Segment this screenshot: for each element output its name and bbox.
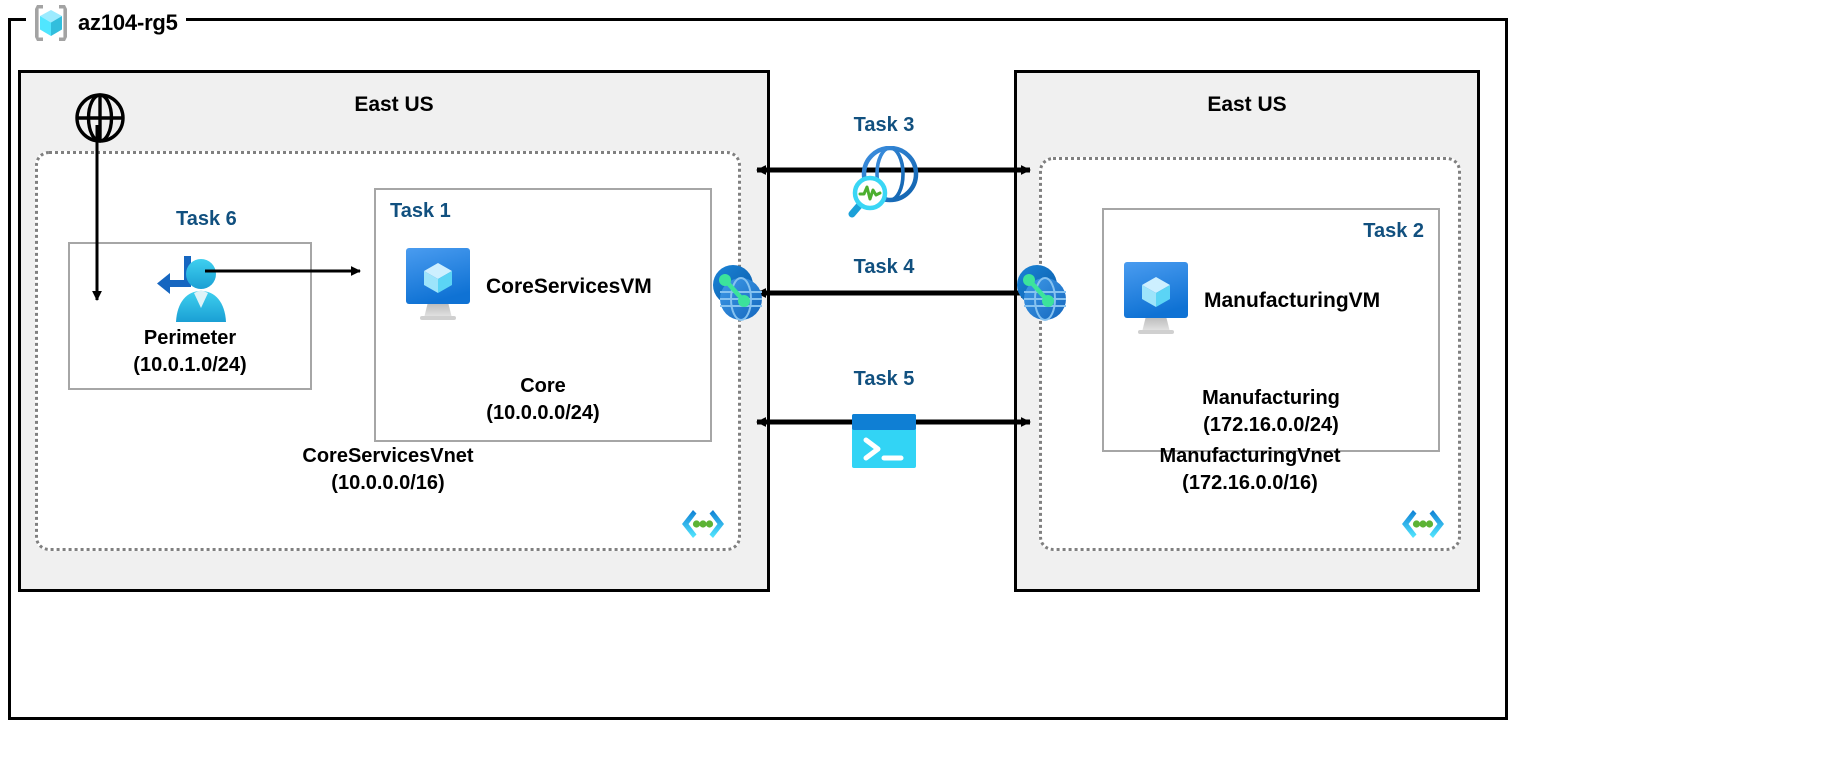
vnet-manufacturing-label: ManufacturingVnet (172.16.0.0/16) (1159, 445, 1341, 494)
task-label-2: Task 2 (1363, 220, 1424, 242)
subnet-perimeter: Perimeter (10.0.1.0/24) (68, 242, 312, 390)
region-box-left: East US (18, 70, 770, 592)
virtual-machine-icon (402, 246, 474, 327)
subnet-perimeter-label: Perimeter (10.0.1.0/24) (133, 327, 247, 376)
vm-manufacturing: ManufacturingVM (1120, 260, 1380, 341)
network-watcher-icon (848, 145, 922, 225)
task-label-6: Task 6 (176, 208, 237, 230)
vnet-core-services-label: CoreServicesVnet (10.0.0.0/16) (302, 445, 474, 494)
subnet-core: Task 1 (374, 188, 712, 442)
connection-label-task5: Task 5 (853, 368, 915, 390)
task-label-1: Task 1 (390, 200, 451, 222)
vm-core-services: CoreServicesVM (402, 246, 652, 327)
subnet-code-icon (680, 506, 726, 542)
vnet-peering-icon (1013, 262, 1071, 324)
vm-manufacturing-label: ManufacturingVM (1204, 288, 1381, 312)
vm-core-services-label: CoreServicesVM (486, 274, 652, 298)
resource-group-name: az104-rg5 (78, 10, 178, 35)
azure-resource-group-icon (30, 2, 72, 44)
subnet-manufacturing-label: Manufacturing (172.16.0.0/24) (1202, 387, 1340, 436)
subnet-core-label: Core (10.0.0.0/24) (486, 375, 600, 424)
connection-label-task3: Task 3 (853, 114, 915, 136)
region-box-right: East US Task 2 (1014, 70, 1480, 592)
region-title-right: East US (1207, 93, 1287, 116)
subnet-manufacturing: Task 2 (1102, 208, 1440, 452)
cloud-shell-icon (851, 413, 917, 474)
vnet-peering-icon (709, 262, 767, 324)
connection-label-task4: Task 4 (853, 256, 915, 278)
vnet-manufacturing: Task 2 (1039, 157, 1461, 551)
user-login-icon (144, 252, 236, 335)
vnet-core-services: Perimeter (10.0.1.0/24) Task 6 Task 1 (35, 151, 741, 551)
region-title-left: East US (354, 93, 434, 116)
virtual-machine-icon (1120, 260, 1192, 341)
globe-icon (73, 91, 127, 145)
resource-group-header: az104-rg5 (26, 0, 186, 46)
subnet-code-icon (1400, 506, 1446, 542)
